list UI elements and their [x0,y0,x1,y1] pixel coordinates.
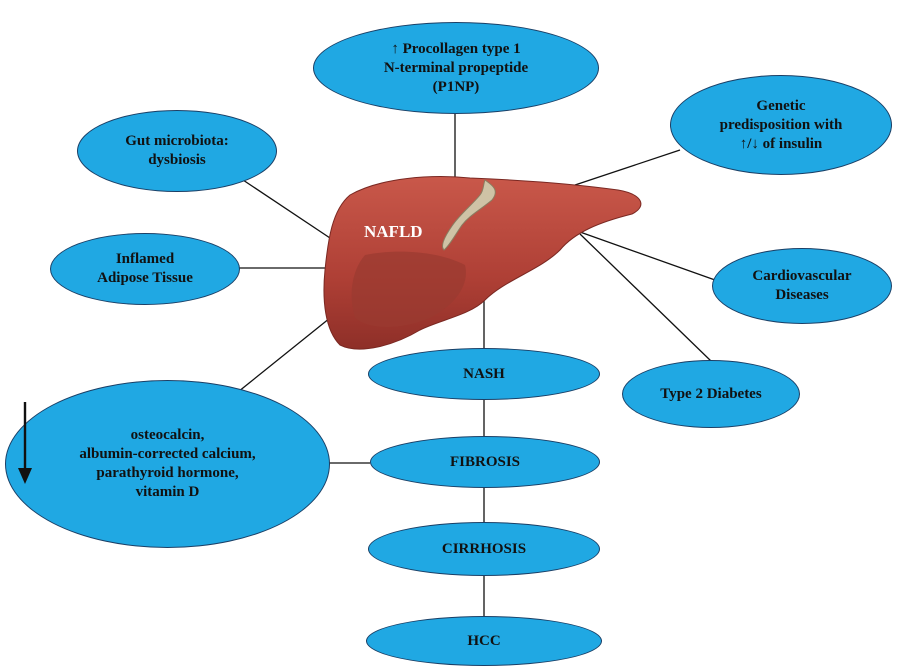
node-markers: osteocalcin, albumin-corrected calcium, pa… [5,380,330,548]
node-markers-line-2: albumin-corrected calcium, [79,446,255,462]
node-gut: Gut microbiota: dysbiosis [77,110,277,192]
node-cardio-line-1: Cardiovascular [752,268,851,284]
node-nash: NASH [368,348,600,400]
node-markers-line-1: osteocalcin, [131,427,205,443]
node-gut-line-1: Gut microbiota: [125,133,228,149]
node-p1np: ↑ Procollagen type 1 N-terminal propeptid… [313,22,599,114]
node-genetic-line-2: predisposition with [720,117,843,133]
node-genetic: Genetic predisposition with ↑/↓ of insulin [670,75,892,175]
liver-center-label: NAFLD [364,222,423,242]
node-nash-line-1: NASH [463,365,505,384]
node-markers-line-3: parathyroid hormone, [96,465,238,481]
arrow-down-icon [14,400,36,486]
node-gut-line-2: dysbiosis [148,152,206,168]
node-genetic-line-1: Genetic [756,98,805,114]
node-cirrhosis-line-1: CIRRHOSIS [442,540,526,559]
node-fibrosis-line-1: FIBROSIS [450,453,520,472]
node-cirrhosis: CIRRHOSIS [368,522,600,576]
node-cardio-line-2: Diseases [775,287,828,303]
node-genetic-line-3: ↑/↓ of insulin [740,136,823,152]
node-t2d-line-1: Type 2 Diabetes [660,385,761,404]
node-p1np-line-1: ↑ Procollagen type 1 [391,41,520,57]
node-p1np-line-3: (P1NP) [433,79,480,95]
node-hcc: HCC [366,616,602,666]
node-hcc-line-1: HCC [467,632,500,651]
node-fibrosis: FIBROSIS [370,436,600,488]
node-adipose-line-1: Inflamed [116,251,174,267]
node-t2d: Type 2 Diabetes [622,360,800,428]
node-markers-line-4: vitamin D [136,484,200,500]
node-p1np-line-2: N-terminal propeptide [384,60,528,76]
node-adipose-line-2: Adipose Tissue [97,270,193,286]
